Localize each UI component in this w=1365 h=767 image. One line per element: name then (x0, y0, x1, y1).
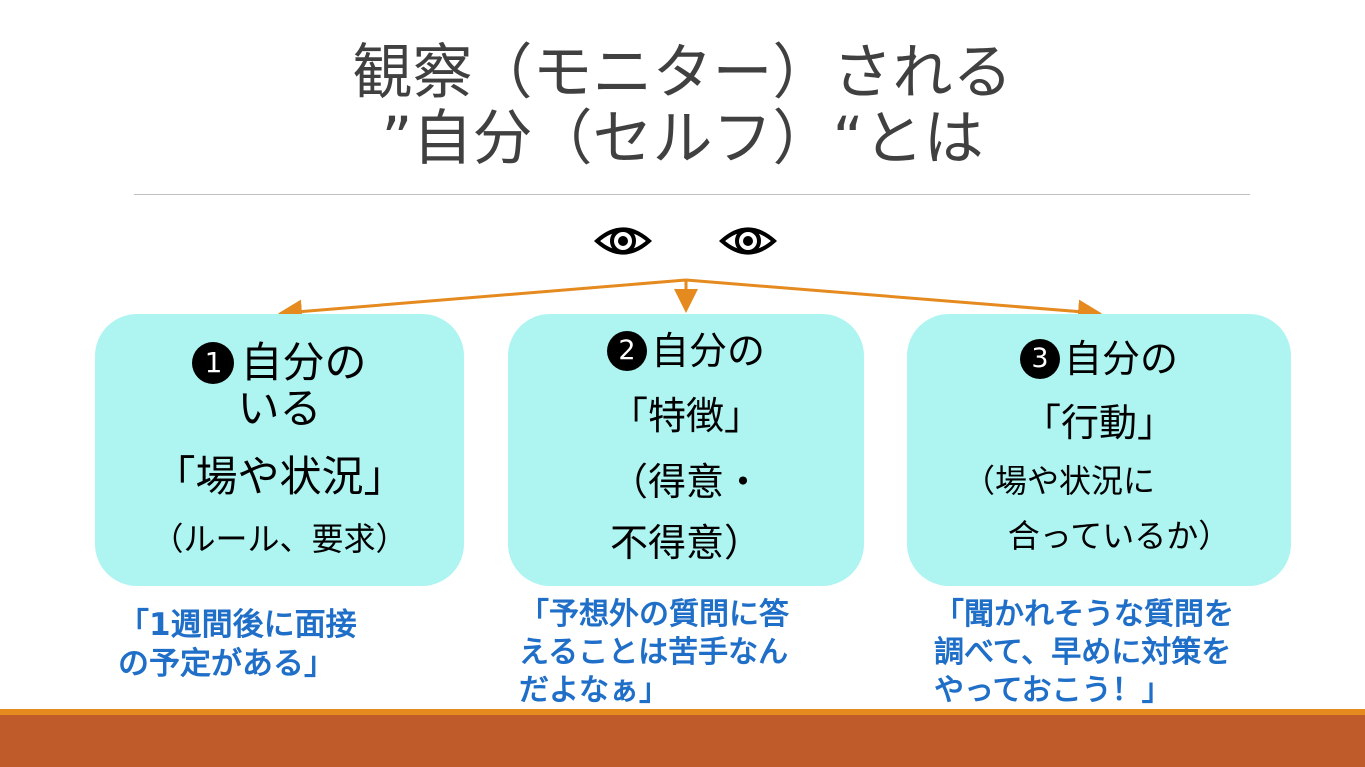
box-line-4: 合っているか） (1007, 517, 1231, 555)
title-line-2: ”自分（セルフ）“とは (381, 104, 984, 174)
footer-accent-line (0, 709, 1365, 715)
quote-line: だよなぁ」 (519, 673, 669, 708)
number-badge: 3 (1019, 338, 1060, 379)
slide-title: 観察（モニター）される ”自分（セルフ）“とは (0, 40, 1365, 172)
number-badge: 1 (192, 341, 235, 384)
box-line-2: 「行動」 (1022, 401, 1175, 445)
quote-line: 「予想外の質問に答 (519, 597, 789, 632)
quote-line: えることは苦手なん (519, 635, 789, 670)
arrow-to-box-1 (278, 278, 687, 324)
footer-bar (0, 715, 1365, 767)
eye-icon (593, 227, 653, 255)
title-line-1: 観察（モニター）される (352, 38, 1013, 108)
quote-example-1: 「1週間後に面接 の予定がある」 (118, 606, 357, 684)
quote-line: の予定がある」 (118, 646, 335, 682)
box-line-4: 不得意） (609, 521, 762, 565)
quote-line: 「聞かれそうな質問を (934, 597, 1234, 632)
arrow-to-box-3 (685, 278, 1102, 324)
box-line-4: （ルール、要求） (151, 520, 408, 558)
eye-icon (718, 227, 778, 255)
title-divider (134, 194, 1250, 195)
quote-line: 調べて、早めに対策を (934, 635, 1232, 670)
eyes-group (0, 216, 1365, 266)
box-line-3: （得意・ (609, 460, 762, 504)
box-line-3: （場や状況に (962, 462, 1155, 500)
box-line-2: いる (237, 384, 322, 433)
quote-example-3: 「聞かれそうな質問を 調べて、早めに対策を やっておこう！」 (934, 596, 1234, 710)
number-badge: 2 (606, 330, 647, 371)
box-line-2: 「特徴」 (609, 394, 762, 438)
quote-example-2: 「予想外の質問に答 えることは苦手なん だよなぁ」 (519, 596, 789, 710)
quote-line: 「1週間後に面接 (118, 607, 357, 643)
quote-line: やっておこう！」 (934, 673, 1172, 708)
box-line-3: 「場や状況」 (153, 452, 406, 501)
